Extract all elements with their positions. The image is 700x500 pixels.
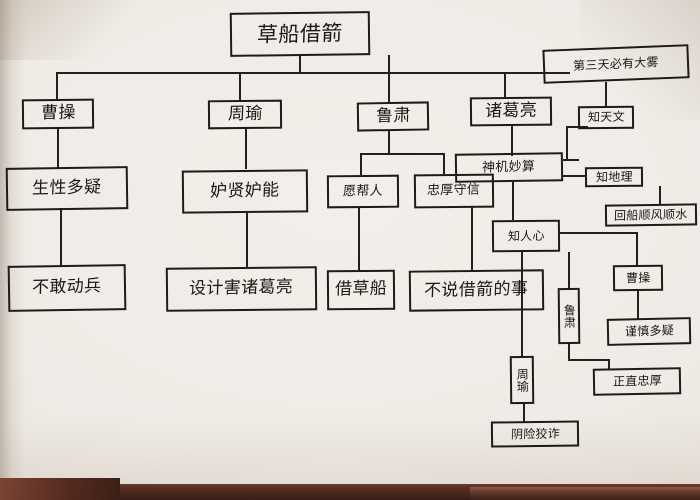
connector-hearts-to-zhouyu2 [521,252,523,356]
connector-caocao-to-trait [57,128,59,168]
node-lu-su-trait-1: 愿帮人 [326,174,400,209]
connector-bus-to-zhouyu [239,72,241,101]
node-fog-prediction: 第三天必有大雾 [542,44,690,84]
connector-zhugeliang-to-trait [511,126,513,156]
node-lu-su-2: 鲁肃 [557,287,581,345]
paper-shadow-bottom [0,416,700,486]
node-know-hearts: 知人心 [491,219,561,253]
node-cao-cao-2-trait: 谨慎多疑 [606,317,692,346]
connector-zhouyu2-to-trait [523,404,525,422]
paper-shadow-left [0,0,26,500]
node-cao-cao-2: 曹操 [612,264,664,292]
connector-trait2-to-result2 [471,207,473,271]
connector-bus-to-zhugeliang [504,72,506,97]
node-cao-cao: 曹操 [21,98,95,130]
connector-lusu-bus [360,153,444,155]
connector-geography-to-boat [659,186,661,205]
connector-hearts-to-caocao2-v [636,232,638,266]
connector-main-bus [56,72,570,74]
node-lu-su: 鲁肃 [356,101,430,132]
connector-trait-to-geography [563,175,585,177]
connector-lusu-stem [388,131,390,153]
node-zhou-yu-2: 周瑜 [509,355,535,405]
connector-lusu-to-trait1 [360,153,362,175]
node-cao-cao-result: 不敢动兵 [7,264,127,312]
connector-hearts-to-lusu2 [568,252,570,288]
node-title: 草船借箭 [229,11,371,57]
connector-astronomy-to-trait [563,159,579,161]
connector-lusu2-down [568,344,570,360]
connector-trait1-to-result1 [358,207,360,271]
node-know-geography: 知地理 [584,166,644,188]
connector-lusu2-to-trait-h [568,359,609,361]
desk-edge-right [470,487,700,500]
connector-caocao2-to-trait [637,291,639,319]
node-zhou-yu-2-trait: 阴险狡诈 [490,420,580,448]
connector-lusu-to-trait2 [443,153,445,175]
connector-zhouyu-trait-to-result [246,212,248,268]
node-return-boat: 回船顺风顺水 [604,203,698,227]
node-zhou-yu-result: 设计害诸葛亮 [165,266,318,312]
node-zhuge-liang: 诸葛亮 [469,96,553,127]
connector-hearts-to-caocao2-h [560,232,638,234]
node-lu-su-2-trait: 正直忠厚 [592,367,682,396]
paper-shadow-top-left [0,0,150,60]
connector-bus-to-lusu [388,55,390,104]
connector-astronomy-left [566,126,588,128]
connector-title-stem [299,55,301,73]
connector-trait-to-result [60,208,62,266]
paper-shadow-top-right [580,0,700,120]
node-know-astronomy: 知天文 [577,105,635,130]
connector-zhouyu-to-trait [245,128,247,169]
node-cao-cao-trait: 生性多疑 [5,166,129,211]
connector-trait-to-hearts [512,182,514,220]
connector-astronomy-down [566,126,568,160]
node-lu-su-result-1: 借草船 [326,269,396,311]
connector-bus-to-caocao [56,72,58,101]
node-zhuge-liang-trait: 神机妙算 [454,152,564,183]
node-lu-su-result-2: 不说借箭的事 [408,269,545,312]
node-zhou-yu: 周瑜 [207,99,283,130]
desk-edge-left [0,478,120,500]
node-zhou-yu-trait: 妒贤妒能 [181,169,309,214]
connector-lusu2-to-trait-v [608,359,610,370]
connector-fog-to-astronomy [605,82,607,107]
